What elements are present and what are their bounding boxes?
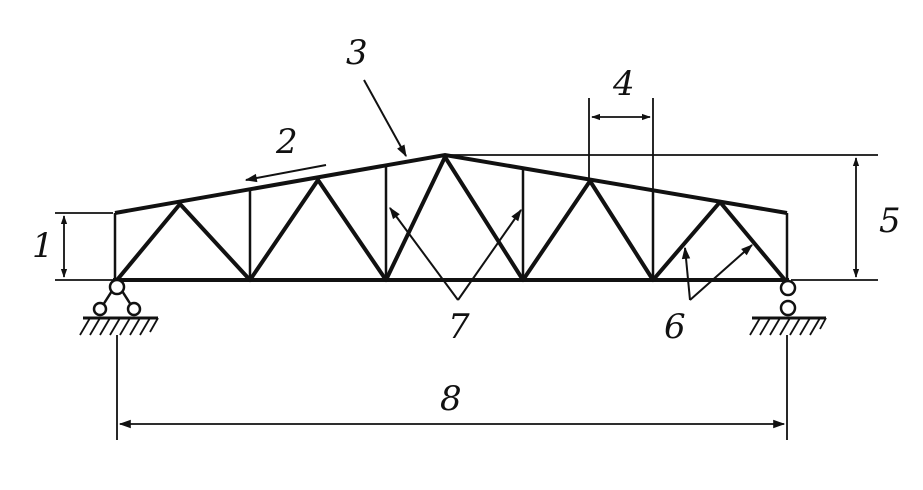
right-support: [749, 279, 827, 336]
diagonal-member: [588, 179, 655, 282]
leader-7: [389, 207, 522, 301]
diagonal-member: [316, 178, 388, 282]
label-2: 2: [275, 122, 298, 162]
dimension-4: [588, 98, 654, 280]
diagonal-member: [178, 202, 252, 282]
dimension-1: [55, 212, 113, 281]
label-8: 8: [440, 379, 462, 419]
label-4: 4: [612, 64, 635, 104]
diagonal-member: [651, 200, 722, 282]
diagonal-member: [521, 179, 592, 282]
diagonal-member: [115, 202, 182, 282]
slope-arrow: [244, 164, 327, 183]
dimension-5: [448, 154, 878, 281]
diagonal-member: [248, 178, 320, 282]
ridge-leader: [363, 79, 407, 158]
dimension-8: [116, 335, 788, 440]
diagonal-member: [718, 200, 787, 282]
diagonal-member: [384, 155, 447, 282]
leader-6: [681, 244, 753, 301]
truss-diagonals: [115, 155, 787, 282]
top-chord: [114, 152, 788, 215]
label-7: 7: [448, 307, 470, 347]
label-1: 1: [32, 226, 54, 266]
diagonal-member: [443, 155, 525, 282]
label-3: 3: [346, 33, 368, 73]
left-support: [79, 278, 159, 336]
label-6: 6: [664, 307, 686, 347]
label-5: 5: [879, 201, 901, 241]
